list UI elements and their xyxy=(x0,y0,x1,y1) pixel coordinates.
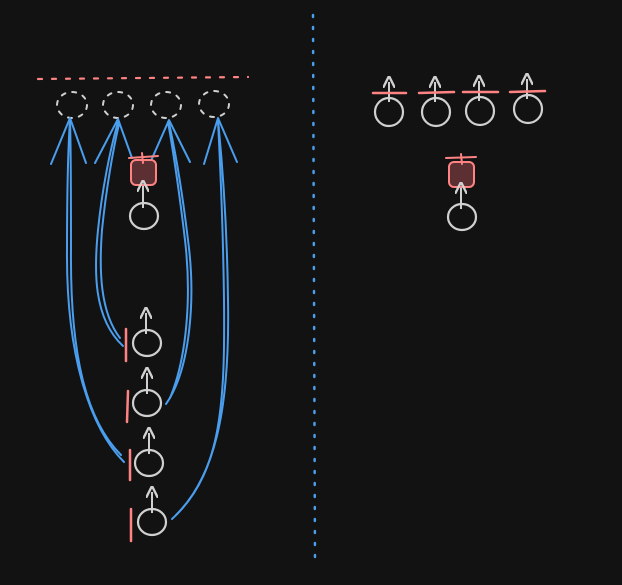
arrowhead-3 xyxy=(149,119,191,164)
move-arrow-3b xyxy=(167,121,189,399)
right-pawn xyxy=(446,188,478,232)
center-divider xyxy=(311,13,317,564)
left-pawn xyxy=(128,186,160,231)
right-pawn-4-circle xyxy=(512,93,544,125)
right-pawn-3 xyxy=(461,81,500,127)
arrowhead-1 xyxy=(50,117,87,165)
right-pawn-4-bar xyxy=(508,89,547,94)
right-pawn-1-circle xyxy=(373,96,405,128)
right-pawn-2 xyxy=(417,82,456,128)
move-arrow-1 xyxy=(65,119,125,463)
left-blocker-top-mark xyxy=(128,152,159,164)
target-circle-1 xyxy=(56,91,88,119)
target-line xyxy=(36,75,250,81)
source-pawn-2-bar xyxy=(125,389,130,424)
right-pawn-4 xyxy=(508,79,547,125)
source-pawn-4 xyxy=(129,492,168,543)
target-circle-4 xyxy=(198,90,230,118)
right-pawn-3-circle xyxy=(464,95,496,127)
right-blocker xyxy=(445,153,477,188)
arrowhead-2 xyxy=(94,118,133,164)
left-panel xyxy=(36,75,250,543)
move-arrow-2b xyxy=(99,123,121,339)
source-pawn-2 xyxy=(125,373,163,424)
move-arrows xyxy=(50,117,238,520)
target-circle-3 xyxy=(150,91,182,119)
right-pawn-2-bar xyxy=(417,90,456,95)
move-arrow-3 xyxy=(165,122,193,405)
source-pawn-3 xyxy=(128,433,165,482)
target-circle-2 xyxy=(102,91,134,119)
right-pawn-1 xyxy=(371,82,408,128)
move-arrow-1b xyxy=(69,119,122,456)
move-arrow-4b xyxy=(175,120,226,516)
right-row xyxy=(371,79,547,128)
source-stack xyxy=(124,313,168,543)
right-blocker-box xyxy=(448,161,475,188)
left-blocker xyxy=(128,152,159,186)
move-arrow-2 xyxy=(95,121,124,347)
right-blocker-top-mark xyxy=(445,153,477,165)
source-pawn-1 xyxy=(124,313,163,363)
right-pawn-2-circle xyxy=(420,96,452,128)
target-circles xyxy=(56,90,230,119)
right-panel xyxy=(371,79,547,232)
arrowhead-4 xyxy=(203,117,238,165)
